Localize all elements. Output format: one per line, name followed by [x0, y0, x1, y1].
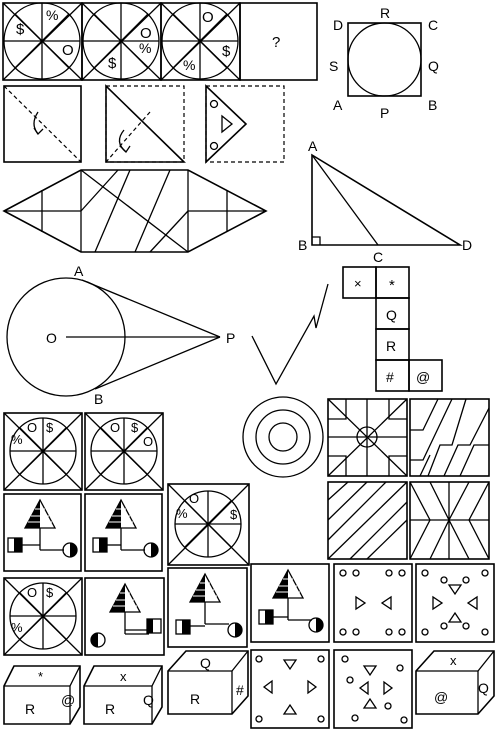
- symbol-percent: %: [139, 40, 151, 56]
- composite-shape: [2, 169, 268, 253]
- pattern-box-1: $ % O: [2, 2, 83, 81]
- symbol-o: O: [27, 585, 37, 600]
- pattern-series: $ % O O % $ O $ % ?: [2, 2, 318, 81]
- paper-fold-2: [105, 84, 186, 163]
- grid-figure-3: [327, 481, 408, 560]
- label-c: C: [428, 17, 438, 33]
- label-a: A: [74, 263, 84, 279]
- symbol-percent: %: [11, 620, 23, 635]
- cube-top: *: [38, 669, 43, 684]
- house-box-2: [84, 493, 163, 572]
- paper-fold-1: [3, 85, 82, 163]
- label-r: R: [380, 5, 390, 21]
- grid-figure-1: [327, 398, 408, 477]
- label-s: S: [329, 58, 338, 74]
- pie-box-d: O $ %: [3, 577, 83, 656]
- symbol-percent: %: [11, 432, 23, 447]
- cube-front: @: [434, 689, 448, 705]
- symbol-o: O: [110, 420, 120, 435]
- zigzag-line: [251, 283, 329, 386]
- cube-side: Q: [478, 680, 489, 696]
- symbol-dollar: $: [131, 420, 139, 435]
- symbol-percent: %: [46, 7, 58, 23]
- label-b: B: [428, 97, 437, 113]
- label-b: B: [298, 237, 307, 253]
- cube-1: * R @: [3, 665, 81, 725]
- cube-4: x @ Q: [415, 650, 495, 715]
- question-mark: ?: [272, 34, 280, 51]
- symbol-dollar: $: [46, 420, 54, 435]
- symbol-percent: %: [183, 57, 195, 73]
- pie-box-b: O $ O: [84, 412, 164, 491]
- symbol-dollar: $: [230, 507, 238, 522]
- cube-top: x: [450, 653, 457, 668]
- house-box-4: [167, 567, 248, 648]
- symbol-percent: %: [176, 506, 188, 521]
- cube-top: x: [120, 669, 127, 684]
- grid-figure-4: [409, 481, 490, 560]
- cube-side: Q: [143, 692, 154, 708]
- cube-side: #: [236, 682, 244, 698]
- tangent-figure: A O P B: [6, 263, 235, 407]
- cube-front: R: [25, 701, 35, 717]
- label-c: C: [373, 249, 383, 265]
- pie-box-a: O $ %: [3, 412, 83, 491]
- dot-box-3: [250, 649, 330, 729]
- house-box-5: [250, 563, 330, 643]
- label-o: O: [46, 330, 57, 346]
- cube-front: R: [105, 701, 115, 717]
- cube-2: x R Q: [83, 665, 163, 725]
- label-p: P: [380, 105, 389, 121]
- grid-figure-2: [409, 398, 490, 477]
- face-r: R: [386, 338, 396, 354]
- answer-box: ?: [239, 2, 318, 81]
- label-b: B: [94, 391, 103, 407]
- square-circle-figure: D R C S Q A P B: [329, 5, 439, 121]
- symbol-dollar: $: [222, 43, 231, 60]
- label-d: D: [333, 17, 343, 33]
- right-triangle-figure: A B C D: [298, 138, 472, 265]
- face-at: @: [416, 369, 430, 385]
- concentric-circles: [242, 396, 324, 478]
- symbol-o: O: [27, 420, 37, 435]
- face-star: *: [389, 277, 395, 294]
- face-hash: #: [386, 369, 394, 385]
- paper-fold-3: [205, 84, 285, 164]
- house-box-1: [3, 493, 82, 572]
- symbol-dollar: $: [46, 585, 54, 600]
- symbol-o-2: O: [143, 434, 153, 449]
- label-d: D: [462, 237, 472, 253]
- symbol-dollar: $: [16, 21, 25, 38]
- cube-3: Q R #: [167, 650, 249, 715]
- symbol-o: O: [189, 491, 199, 506]
- pattern-box-2: O % $: [81, 2, 162, 81]
- pie-box-c: O % $: [167, 483, 250, 566]
- dot-box-4: [333, 649, 413, 729]
- symbol-o: O: [202, 9, 214, 26]
- cube-net: × * Q R # @: [342, 266, 443, 392]
- dot-box-1: [333, 563, 413, 643]
- label-a: A: [308, 138, 318, 154]
- label-q: Q: [428, 58, 439, 74]
- symbol-o: O: [62, 42, 74, 59]
- cube-front: R: [190, 691, 200, 707]
- face-times: ×: [354, 276, 362, 291]
- cube-top: Q: [200, 655, 211, 671]
- house-box-3: [84, 577, 165, 656]
- symbol-dollar: $: [108, 55, 117, 72]
- label-a: A: [333, 97, 343, 113]
- pattern-box-3: O $ %: [160, 2, 241, 81]
- dot-box-2: [415, 563, 495, 643]
- cube-side: @: [61, 692, 75, 708]
- label-p: P: [226, 330, 235, 346]
- symbol-o: O: [140, 25, 152, 42]
- face-q: Q: [386, 307, 397, 323]
